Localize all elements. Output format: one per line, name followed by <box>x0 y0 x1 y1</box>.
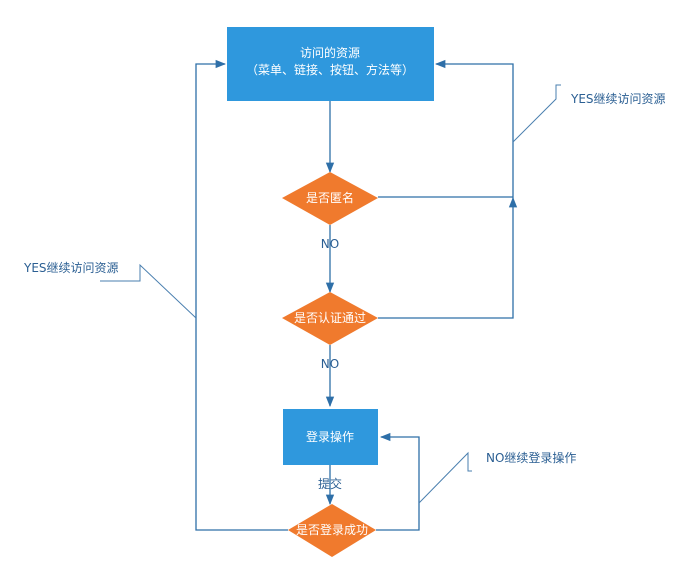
callout-left-yes-line <box>100 263 197 319</box>
callout-no-login-line <box>418 451 472 504</box>
login-success-decision-label: 是否登录成功 <box>296 522 368 537</box>
edge-label-no-1: NO <box>321 237 339 251</box>
login-node-label: 登录操作 <box>306 429 354 444</box>
login-node[interactable]: 登录操作 <box>283 409 378 465</box>
callout-lines <box>100 84 561 504</box>
callout-no-login: NO继续登录操作 <box>486 450 576 465</box>
callout-left-yes: YES继续访问资源 <box>23 261 119 275</box>
edge-success-yes-to-resource <box>195 59 288 531</box>
edge-authenticated-yes <box>378 196 518 319</box>
anonymous-decision[interactable]: 是否匿名 <box>282 172 378 225</box>
resource-node-line1: 访问的资源 <box>300 45 360 60</box>
resource-node-line2: （菜单、链接、按钮、方法等） <box>246 62 414 77</box>
edge-right-yes-to-resource <box>434 59 514 198</box>
callout-right-yes-line <box>512 84 561 143</box>
edge-label-submit: 提交 <box>318 476 342 491</box>
authenticated-decision[interactable]: 是否认证通过 <box>282 292 378 345</box>
resource-node[interactable]: 访问的资源 （菜单、链接、按钮、方法等） <box>227 27 434 101</box>
edge-label-no-2: NO <box>321 357 339 371</box>
anonymous-decision-label: 是否匿名 <box>306 190 354 205</box>
callout-right-yes: YES继续访问资源 <box>570 92 666 106</box>
authenticated-decision-label: 是否认证通过 <box>294 311 366 325</box>
edge-success-no-to-login <box>376 432 420 531</box>
login-success-decision[interactable]: 是否登录成功 <box>288 504 376 557</box>
connectors <box>195 59 518 531</box>
